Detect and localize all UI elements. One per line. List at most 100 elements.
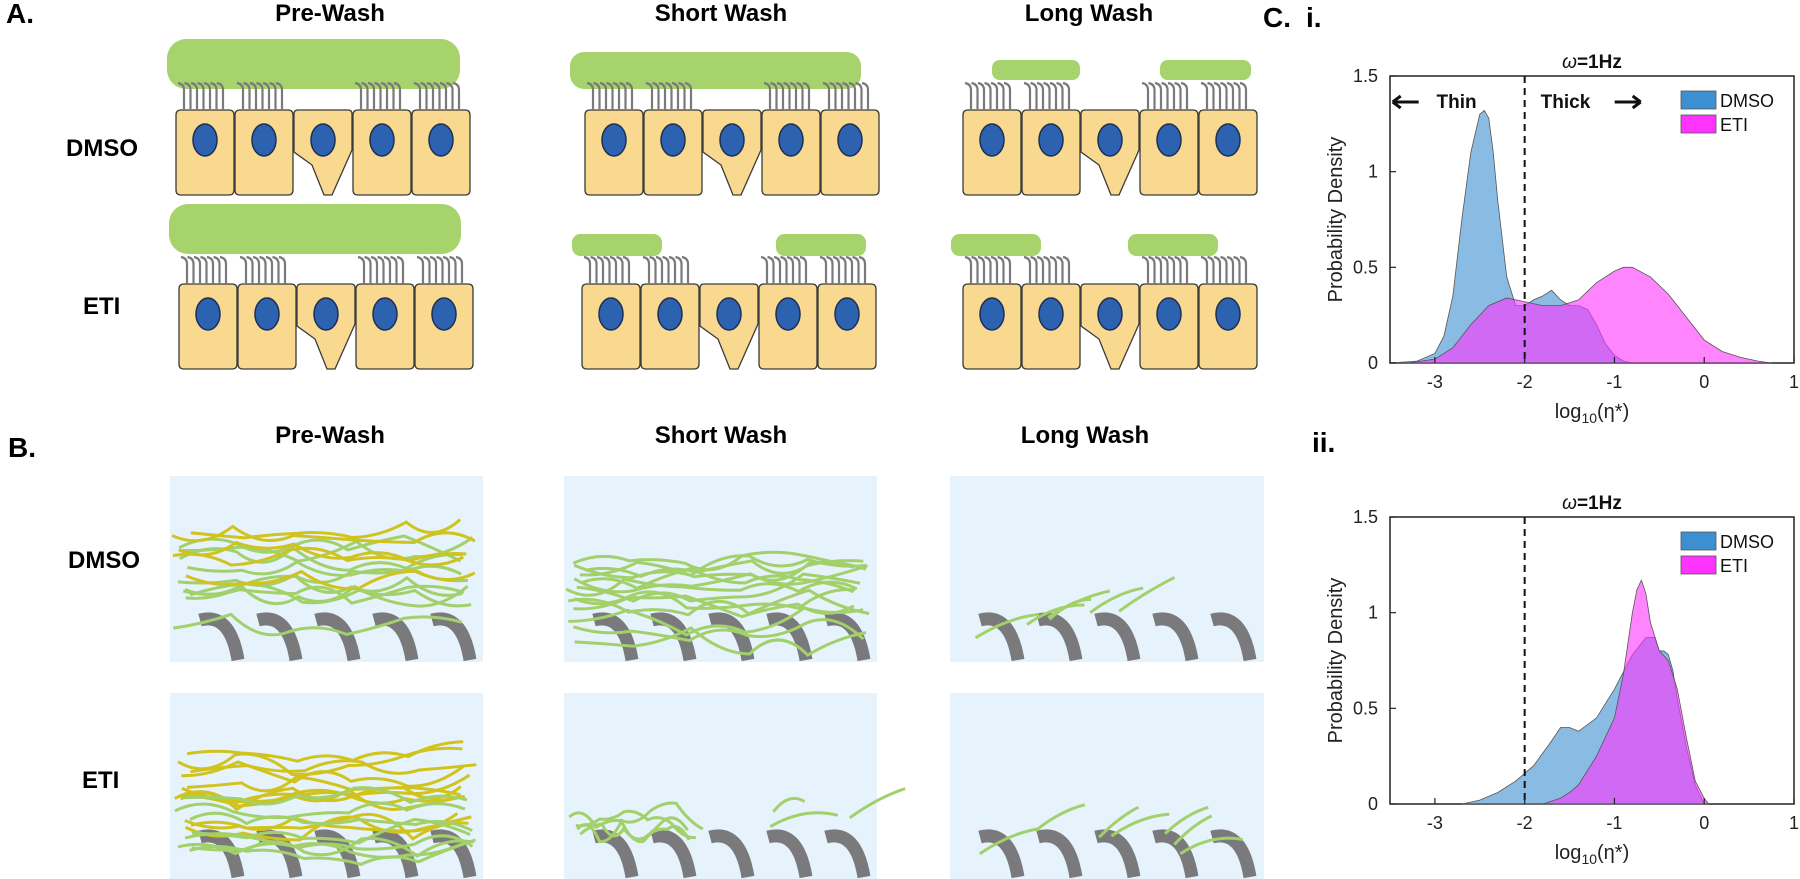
- green-fiber: [173, 612, 463, 637]
- dmso-shortwash-cilium: [802, 81, 811, 110]
- dmso-prewash-cilium: [433, 81, 441, 110]
- cilium: [766, 829, 813, 879]
- cilium: [1210, 829, 1257, 879]
- eti-longwash-cilium: [990, 255, 999, 284]
- x-tick-label: -2: [1517, 813, 1533, 833]
- dmso-shortwash-cilium: [684, 81, 693, 110]
- dmso-shortwash-cilium: [789, 81, 798, 110]
- panel-c-label: C.: [1263, 2, 1291, 33]
- dmso-longwash-cilium: [1233, 81, 1241, 110]
- dmso-prewash-nucleus: [428, 123, 454, 157]
- eti-longwash-cilium: [1180, 255, 1189, 284]
- green-fiber: [1118, 576, 1176, 613]
- x-tick-label: -1: [1606, 372, 1622, 392]
- x-axis-label: log10(η*): [1555, 401, 1630, 426]
- dmso-shortwash-cilium: [645, 81, 654, 110]
- dmso-prewash-cilium: [184, 81, 192, 110]
- cilium: [372, 612, 419, 662]
- eti-prewash-cilium: [246, 255, 254, 284]
- dmso-shortwash-nucleus: [778, 123, 804, 157]
- dmso-longwash-cilium: [1141, 81, 1150, 110]
- eti-longwash-cilium: [964, 255, 973, 284]
- green-fiber: [174, 801, 466, 820]
- eti-longwash-cilium: [1036, 255, 1045, 284]
- cilium: [708, 829, 755, 879]
- legend-swatch-dmso: [1680, 531, 1717, 551]
- dmso-prewash-cilium: [216, 81, 225, 110]
- eti-shortwash-cilium: [616, 255, 624, 284]
- panel-a-group: [167, 39, 1258, 370]
- dmso-prewash-cilium: [190, 81, 199, 110]
- eti-prewash-nucleus: [372, 297, 398, 331]
- green-fiber: [189, 838, 476, 866]
- x-tick-label: -1: [1606, 813, 1622, 833]
- dmso-shortwash-cilium: [612, 81, 621, 110]
- green-fiber: [1173, 814, 1213, 846]
- eti-longwash-cilium: [1207, 255, 1215, 284]
- dmso-shortwash-nucleus: [601, 123, 627, 157]
- y-tick-label: 1.5: [1353, 66, 1378, 86]
- dmso-prewash-cilium: [197, 81, 205, 110]
- eti-prewash-cilium: [252, 255, 261, 284]
- eti-longwash-cilium: [1023, 255, 1032, 284]
- cilium: [708, 612, 755, 662]
- eti-prewash-cilium: [390, 255, 398, 284]
- eti-shortwash-cilium: [760, 255, 769, 284]
- green-fiber: [189, 811, 473, 832]
- cilium: [1036, 829, 1083, 879]
- legend-swatch-eti: [1680, 114, 1717, 134]
- dmso-longwash-cilium: [1200, 81, 1209, 110]
- dmso-shortwash-cilium: [652, 81, 660, 110]
- dmso-longwash-cilium: [990, 81, 999, 110]
- mucus-layer: [572, 234, 662, 256]
- dmso-shortwash-cilium: [593, 81, 601, 110]
- green-fiber: [1047, 589, 1111, 619]
- eti-longwash-cilium: [997, 255, 1005, 284]
- dmso-prewash-cilium: [361, 81, 369, 110]
- dmso-longwash-cilium: [1148, 81, 1156, 110]
- y-tick-label: 0.5: [1353, 698, 1378, 718]
- green-fiber: [582, 566, 854, 594]
- eti-shortwash-cilium: [642, 255, 651, 284]
- dmso-longwash-cilium: [1174, 81, 1182, 110]
- eti-longwash-cilium: [1154, 255, 1163, 284]
- eti-prewash-cilium: [429, 255, 438, 284]
- eti-shortwash-cilium: [596, 255, 605, 284]
- eti-shortwash-nucleus: [598, 297, 624, 331]
- mucus-layer: [776, 234, 866, 256]
- dmso-shortwash-cilium: [658, 81, 667, 110]
- arrow-left-icon: [1391, 94, 1419, 110]
- eti-prewash-cilium: [219, 255, 228, 284]
- panel-a-col-shortwash: Short Wash: [654, 0, 788, 27]
- dmso-shortwash-cilium: [671, 81, 680, 110]
- green-fiber: [178, 534, 462, 563]
- cilium: [978, 829, 1025, 879]
- dmso-longwash-cilium: [1180, 81, 1189, 110]
- eti-longwash-cilium: [1003, 255, 1012, 284]
- eti-prewash-cilium: [259, 255, 267, 284]
- yellow-fiber: [178, 540, 467, 563]
- panel-c-sub-i: i.: [1306, 2, 1322, 33]
- annotation-thick: Thick: [1541, 92, 1591, 113]
- mucus-layer: [167, 39, 460, 89]
- green-fiber: [576, 816, 689, 844]
- dmso-longwash-cilium: [1049, 81, 1058, 110]
- eti-prewash-cilium: [377, 255, 385, 284]
- eti-longwash-cilium: [1030, 255, 1038, 284]
- eti-longwash-nucleus: [979, 297, 1005, 331]
- legend-swatch-dmso: [1680, 90, 1717, 110]
- dmso-prewash-cilium: [367, 81, 376, 110]
- green-fiber: [772, 796, 806, 813]
- dmso-prewash-cilium: [177, 81, 186, 110]
- green-fiber: [1179, 836, 1243, 855]
- cilium: [1094, 612, 1141, 662]
- dmso-longwash-cilium: [1207, 81, 1215, 110]
- panel-a-col-prewash: Pre-Wash: [275, 0, 385, 27]
- dmso-prewash-cilium: [236, 81, 245, 110]
- eti-longwash-cilium: [1148, 255, 1156, 284]
- dmso-longwash-cilium: [977, 81, 986, 110]
- green-fiber: [568, 801, 704, 831]
- eti-prewash-cilium: [436, 255, 444, 284]
- eti-prewash-cilium: [180, 255, 189, 284]
